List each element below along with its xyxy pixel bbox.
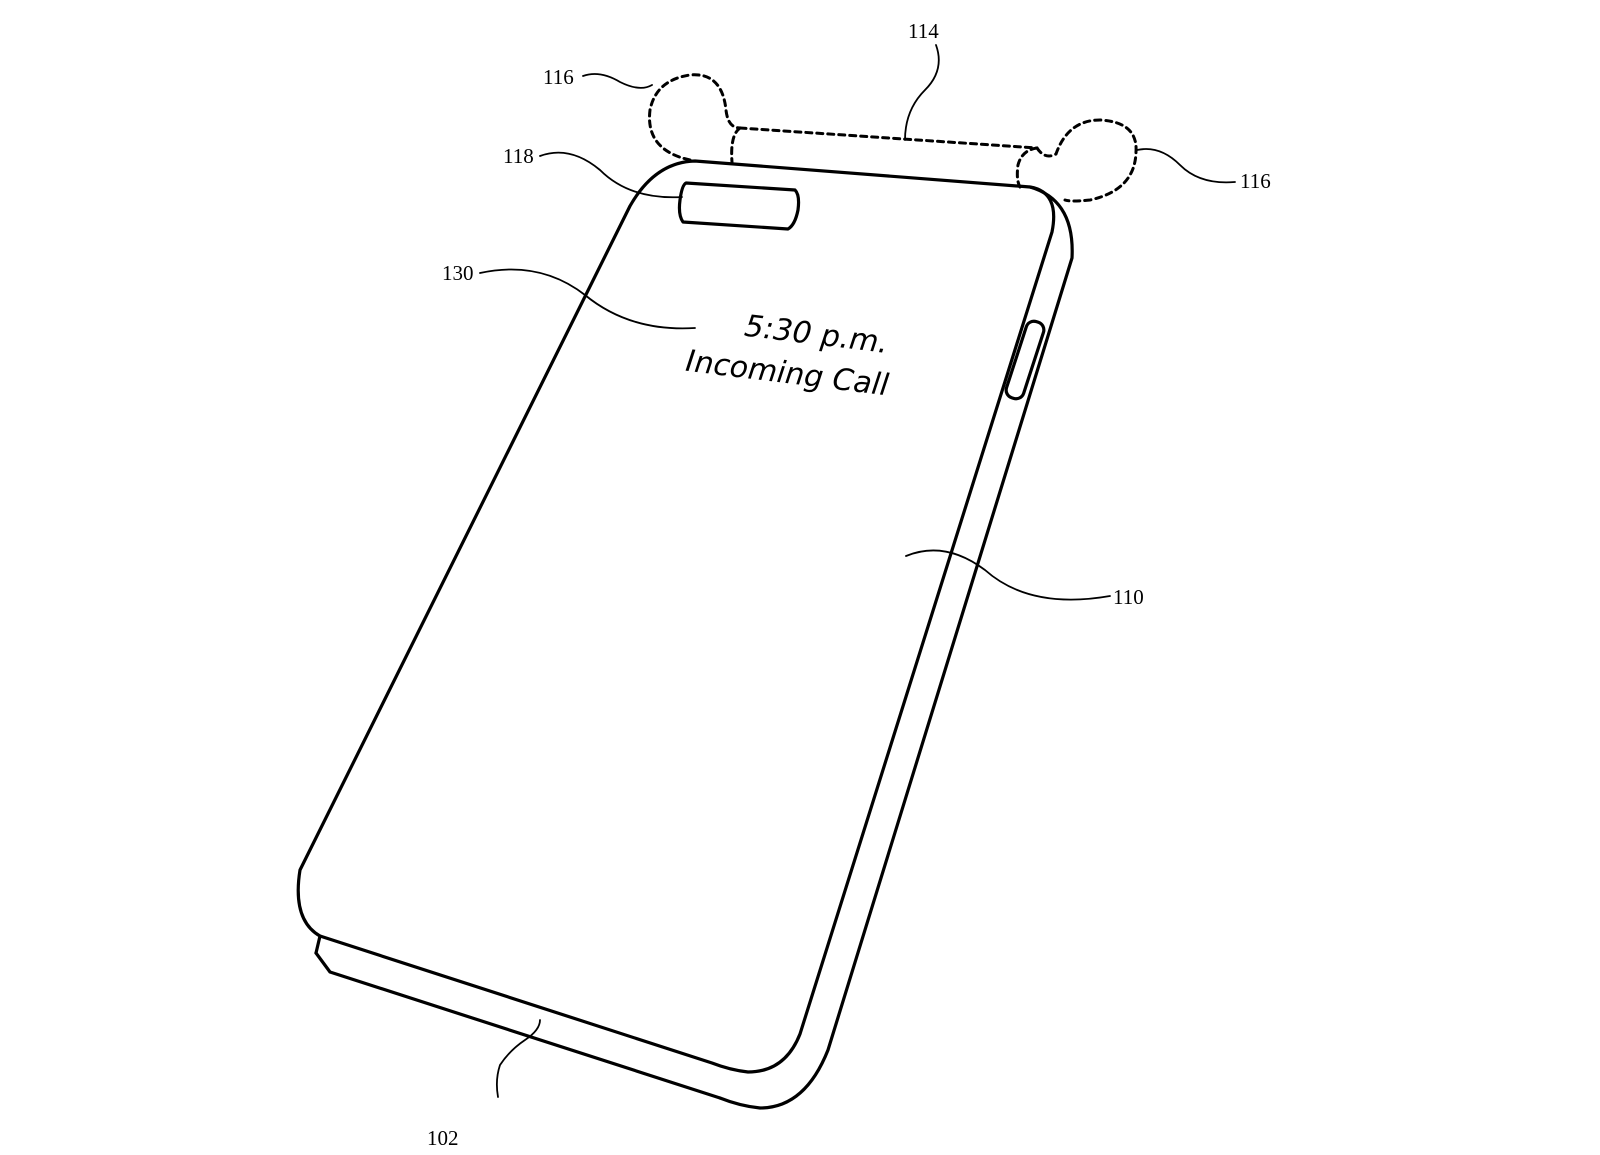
leader-116-right <box>1136 148 1236 184</box>
label-114: 114 <box>908 19 939 43</box>
leader-lines <box>479 44 1236 1098</box>
leader-118 <box>539 151 683 199</box>
label-130: 130 <box>442 261 474 285</box>
leader-116-left <box>582 73 653 89</box>
rear-face-outline <box>296 159 1056 1074</box>
label-118: 118 <box>503 144 534 168</box>
notification-display: 5:30 p.m. Incoming Call <box>684 309 891 404</box>
leader-130 <box>479 268 696 330</box>
camera-module <box>677 181 801 231</box>
label-102: 102 <box>427 1126 459 1150</box>
side-button <box>1004 319 1046 401</box>
leader-102 <box>495 1019 541 1098</box>
label-116-right: 116 <box>1240 169 1271 193</box>
leader-114 <box>904 44 940 141</box>
label-116-left: 116 <box>543 65 574 89</box>
band-top-line <box>738 126 1039 150</box>
side-edge-right <box>718 185 1074 1110</box>
accessory-earbuds <box>648 73 1138 203</box>
band-right-drop <box>1015 146 1039 189</box>
reference-labels: 114 116 116 118 130 110 102 <box>427 19 1271 1150</box>
band-left-drop <box>730 126 742 164</box>
label-110: 110 <box>1113 585 1144 609</box>
bottom-corner-connector <box>314 934 322 955</box>
earbud-left-outline <box>648 73 742 162</box>
side-edge-bottom <box>314 951 722 1100</box>
device-body <box>296 159 1074 1110</box>
leader-110 <box>905 549 1111 601</box>
earbud-right-outline <box>1035 118 1138 203</box>
